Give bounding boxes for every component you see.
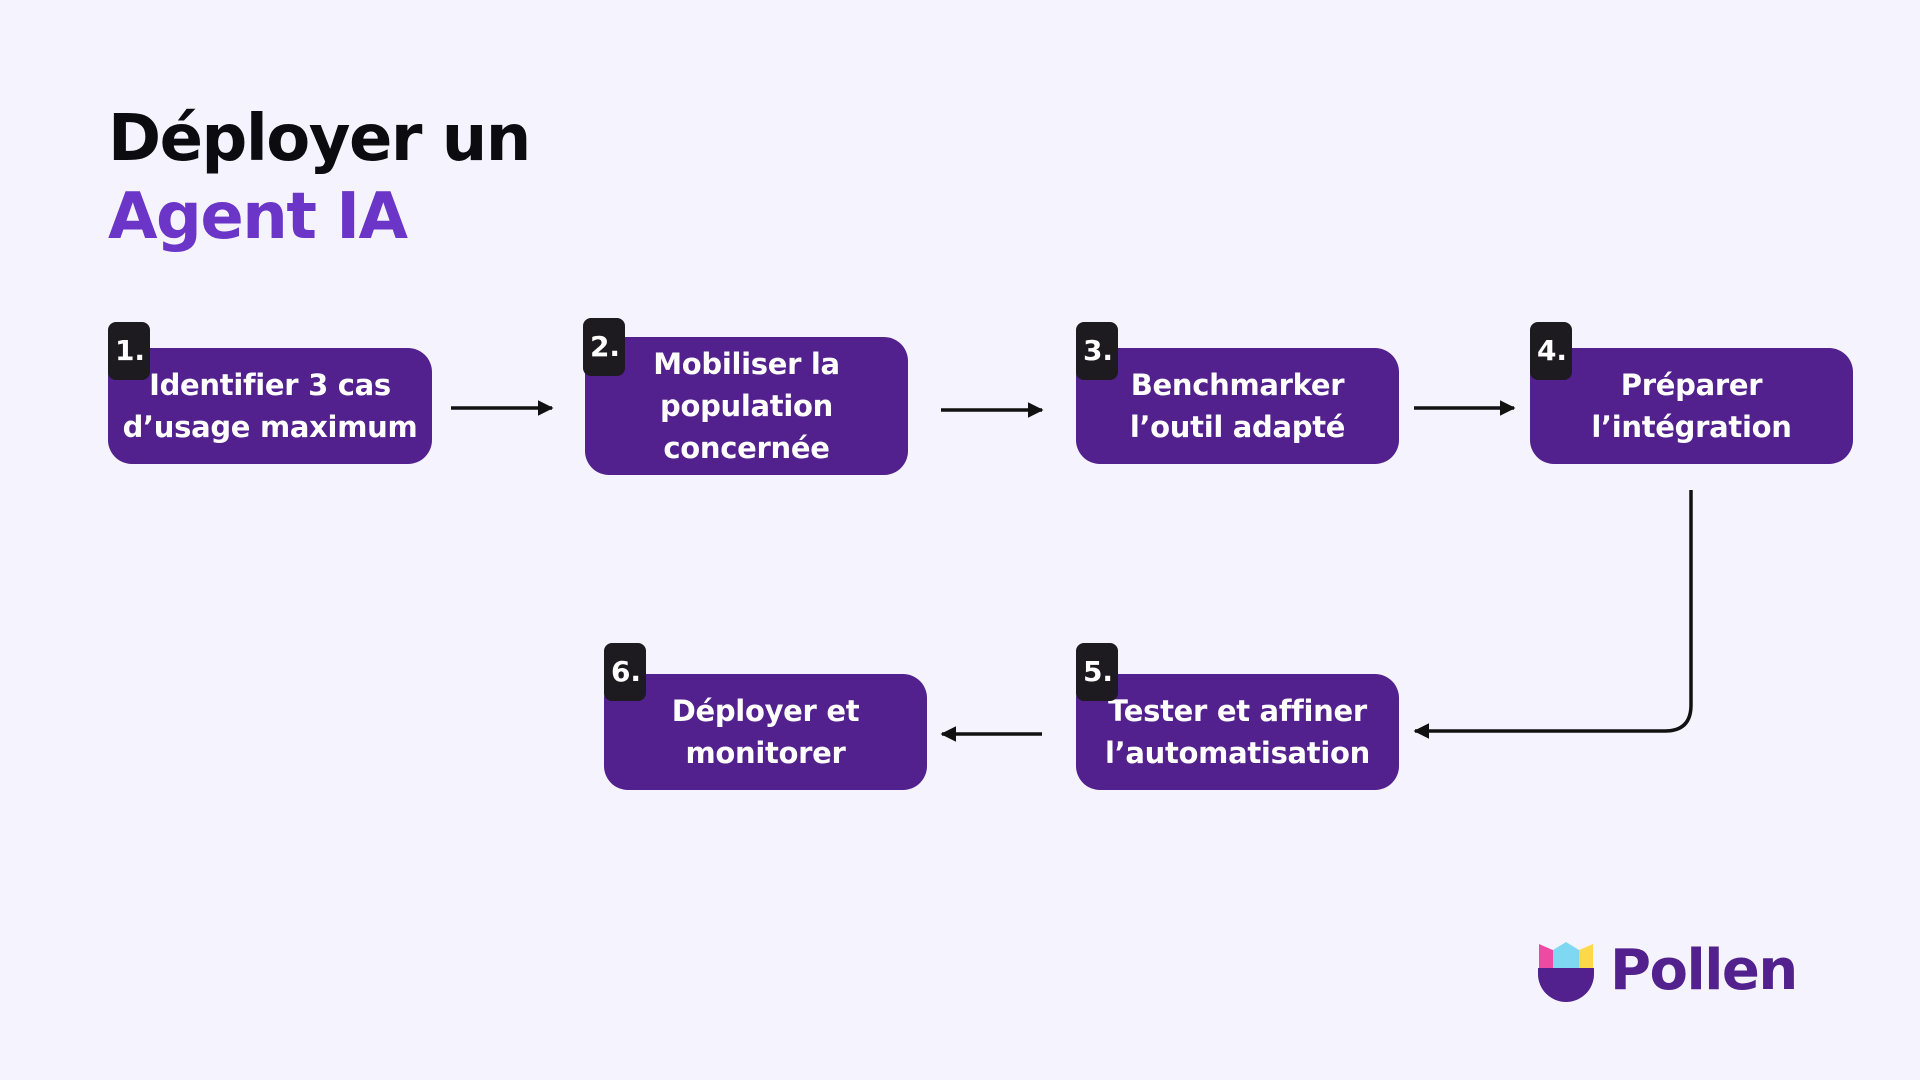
step-5-label: Tester et affiner l’automatisation — [1105, 694, 1370, 770]
title-line-1: Déployer un — [108, 102, 531, 176]
step-5-box: Tester et affiner l’automatisation — [1076, 674, 1399, 790]
step-6-number: 6. — [604, 643, 646, 701]
title-line-2: Agent IA — [108, 180, 408, 254]
step-1-number: 1. — [108, 322, 150, 380]
pollen-flower-icon — [1538, 942, 1594, 1002]
step-4-number: 4. — [1530, 322, 1572, 380]
step-6-box: Déployer et monitorer — [604, 674, 927, 790]
step-5-number: 5. — [1076, 643, 1118, 701]
step-1-box: Identifier 3 cas d’usage maximum — [108, 348, 432, 464]
step-3-label: Benchmarker l’outil adapté — [1129, 368, 1346, 444]
step-1-label: Identifier 3 cas d’usage maximum — [122, 368, 418, 444]
step-3-number: 3. — [1076, 322, 1118, 380]
step-2-label: Mobiliser la population concernée — [653, 347, 840, 465]
arrow-4-to-5 — [1413, 490, 1693, 739]
page-title: Déployer un Agent IA — [108, 100, 531, 256]
step-4-label: Préparer l’intégration — [1591, 368, 1792, 444]
pollen-logo: Pollen — [1536, 938, 1798, 1003]
step-2-box: Mobiliser la population concernée — [585, 337, 908, 475]
step-3-box: Benchmarker l’outil adapté — [1076, 348, 1399, 464]
brand-name: Pollen — [1610, 938, 1798, 1003]
step-4-box: Préparer l’intégration — [1530, 348, 1853, 464]
step-6-label: Déployer et monitorer — [671, 694, 860, 770]
step-2-number: 2. — [583, 318, 625, 376]
